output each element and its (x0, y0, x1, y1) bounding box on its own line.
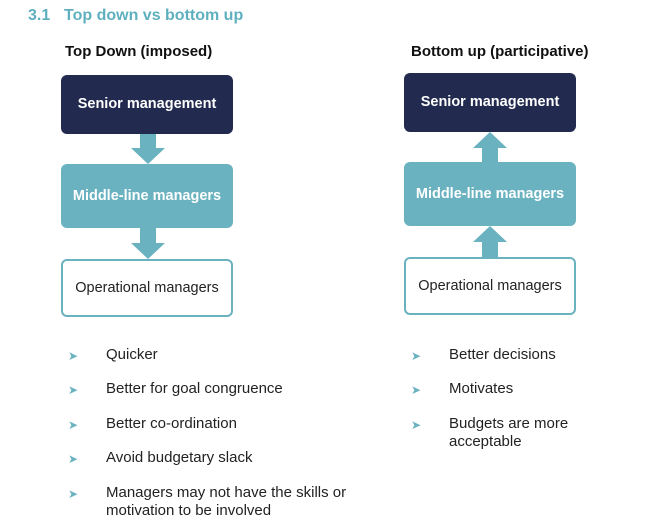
list-item: ➤Budgets are more acceptable (411, 415, 569, 450)
arrowhead-bullet-icon: ➤ (68, 452, 79, 466)
bottom-up-middle-label: Middle-line managers (415, 185, 565, 202)
top-down-operational-label: Operational managers (75, 279, 219, 296)
top-down-points-list: ➤Quicker ➤Better for goal congruence ➤Be… (68, 346, 368, 520)
list-item: ➤Avoid budgetary slack (68, 449, 253, 466)
arrow-up-icon (473, 226, 507, 257)
arrowhead-bullet-icon: ➤ (411, 383, 422, 397)
bottom-up-middle-box: Middle-line managers (404, 162, 576, 226)
bottom-up-operational-label: Operational managers (418, 277, 562, 294)
bottom-up-heading: Bottom up (participative) (411, 43, 589, 60)
arrowhead-bullet-icon: ➤ (68, 349, 79, 363)
arrowhead-bullet-icon: ➤ (411, 418, 422, 432)
top-down-senior-label: Senior management (77, 96, 217, 112)
arrowhead-bullet-icon: ➤ (68, 418, 79, 432)
top-down-senior-box: Senior management (61, 75, 233, 134)
list-item: ➤Better decisions (411, 346, 556, 363)
list-item: ➤Motivates (411, 380, 514, 397)
section-title-text: Top down vs bottom up (64, 7, 244, 24)
section-title: 3.1 Top down vs bottom up (28, 7, 243, 25)
arrowhead-bullet-icon: ➤ (68, 383, 79, 397)
top-down-middle-label: Middle-line managers (72, 187, 222, 204)
top-down-middle-box: Middle-line managers (61, 164, 233, 228)
arrow-down-icon (131, 228, 165, 259)
list-item: ➤Better for goal congruence (68, 380, 283, 397)
bottom-up-senior-label: Senior management (420, 94, 560, 110)
top-down-operational-box: Operational managers (61, 259, 233, 317)
bottom-up-operational-box: Operational managers (404, 257, 576, 315)
top-down-heading: Top Down (imposed) (65, 43, 213, 60)
list-item: ➤Quicker (68, 346, 158, 363)
arrow-down-icon (131, 134, 165, 164)
arrow-up-icon (473, 132, 507, 162)
bottom-up-senior-box: Senior management (404, 73, 576, 132)
arrowhead-bullet-icon: ➤ (411, 349, 422, 363)
list-item: ➤Better co-ordination (68, 415, 237, 432)
list-item: ➤Managers may not have the skills or mot… (68, 484, 347, 519)
section-number: 3.1 (28, 7, 51, 24)
bottom-up-points-list: ➤Better decisions ➤Motivates ➤Budgets ar… (411, 346, 611, 451)
arrowhead-bullet-icon: ➤ (68, 487, 79, 501)
